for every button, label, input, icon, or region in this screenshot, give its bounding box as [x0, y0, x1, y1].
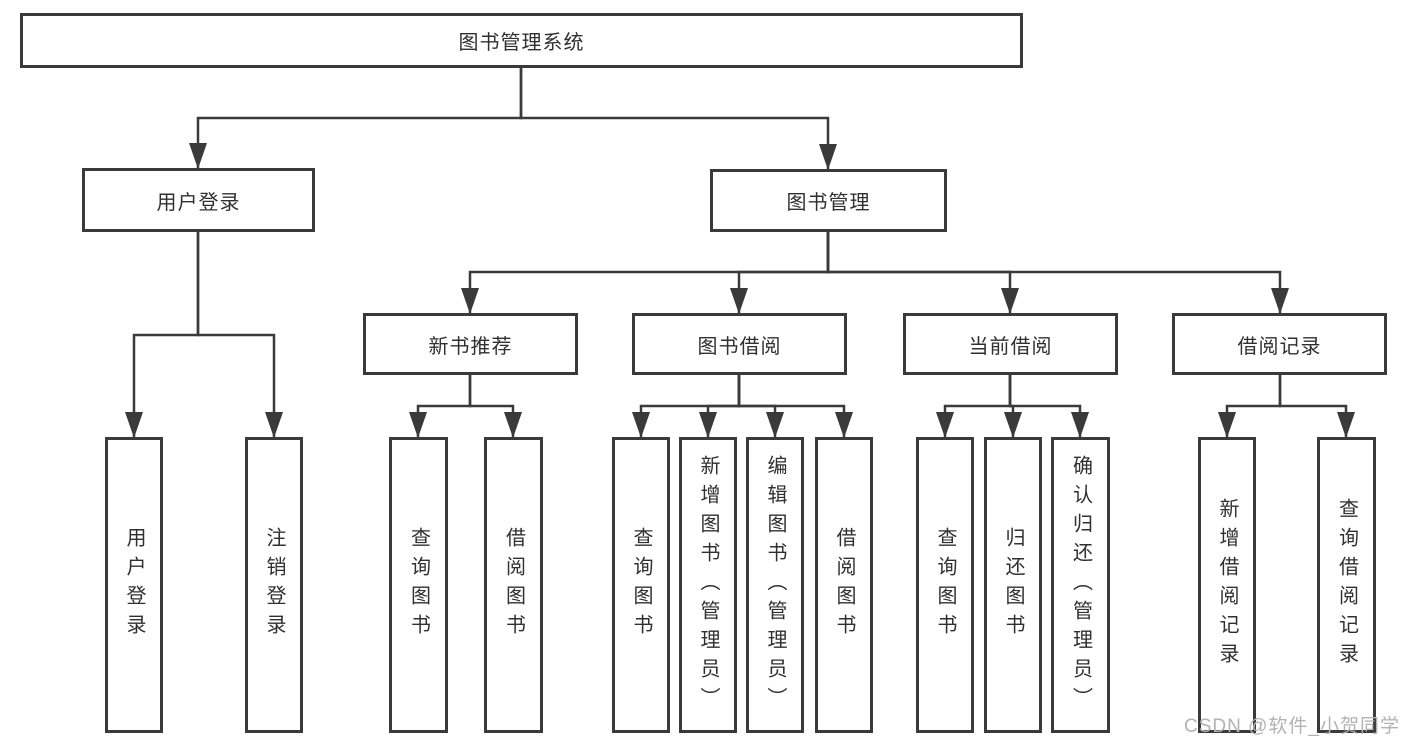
node-borrow-records: 借阅记录 [1172, 313, 1387, 375]
leaf-label: 注销登录 [263, 527, 285, 643]
leaf-confirm-return-admin: 确认归还（管理员） [1051, 437, 1110, 733]
leaf-label: 确认归还（管理员） [1069, 454, 1092, 716]
leaf-logout: 注销登录 [245, 437, 303, 733]
node-label: 用户登录 [156, 191, 241, 214]
leaf-add-borrow-record: 新增借阅记录 [1198, 437, 1256, 733]
leaf-label: 归还图书 [1002, 527, 1024, 643]
node-current-borrow: 当前借阅 [903, 313, 1118, 375]
leaf-label: 查询图书 [407, 527, 430, 643]
csdn-watermark: CSDN @软件_小贺同学 [1184, 716, 1400, 737]
node-label: 借阅记录 [1237, 335, 1322, 358]
leaf-label: 新增借阅记录 [1216, 498, 1238, 672]
node-book-borrow: 图书借阅 [632, 313, 847, 375]
leaf-borrow-query-books: 查询图书 [612, 437, 670, 733]
node-label: 图书管理系统 [458, 32, 585, 54]
leaf-label: 查询图书 [934, 527, 956, 643]
node-library-system-root: 图书管理系统 [20, 13, 1023, 68]
node-label: 图书借阅 [697, 335, 782, 358]
node-user-login-branch: 用户登录 [82, 168, 315, 232]
leaf-return-books: 归还图书 [984, 437, 1042, 733]
node-book-management-branch: 图书管理 [710, 169, 947, 232]
leaf-borrow-books: 借阅图书 [815, 437, 873, 733]
connector-group [125, 68, 1355, 438]
leaf-query-borrow-record: 查询借阅记录 [1317, 437, 1376, 733]
leaf-label: 查询借阅记录 [1335, 498, 1358, 672]
leaf-add-books-admin: 新增图书（管理员） [679, 437, 737, 733]
leaf-recommend-borrow-books: 借阅图书 [484, 437, 543, 733]
leaf-edit-books-admin: 编辑图书（管理员） [746, 437, 804, 733]
leaf-label: 借阅图书 [833, 527, 855, 643]
leaf-label: 新增图书（管理员） [697, 454, 719, 716]
leaf-label: 编辑图书（管理员） [764, 454, 786, 716]
node-label: 图书管理 [786, 192, 871, 214]
leaf-label: 查询图书 [630, 527, 652, 643]
node-new-book-recommend: 新书推荐 [363, 313, 578, 375]
node-label: 新书推荐 [428, 335, 513, 358]
leaf-user-login: 用户登录 [105, 437, 163, 733]
leaf-label: 用户登录 [123, 527, 145, 643]
leaf-current-query-books: 查询图书 [916, 437, 974, 733]
node-label: 当前借阅 [968, 335, 1053, 358]
leaf-recommend-query-books: 查询图书 [389, 437, 448, 733]
leaf-label: 借阅图书 [502, 527, 525, 643]
